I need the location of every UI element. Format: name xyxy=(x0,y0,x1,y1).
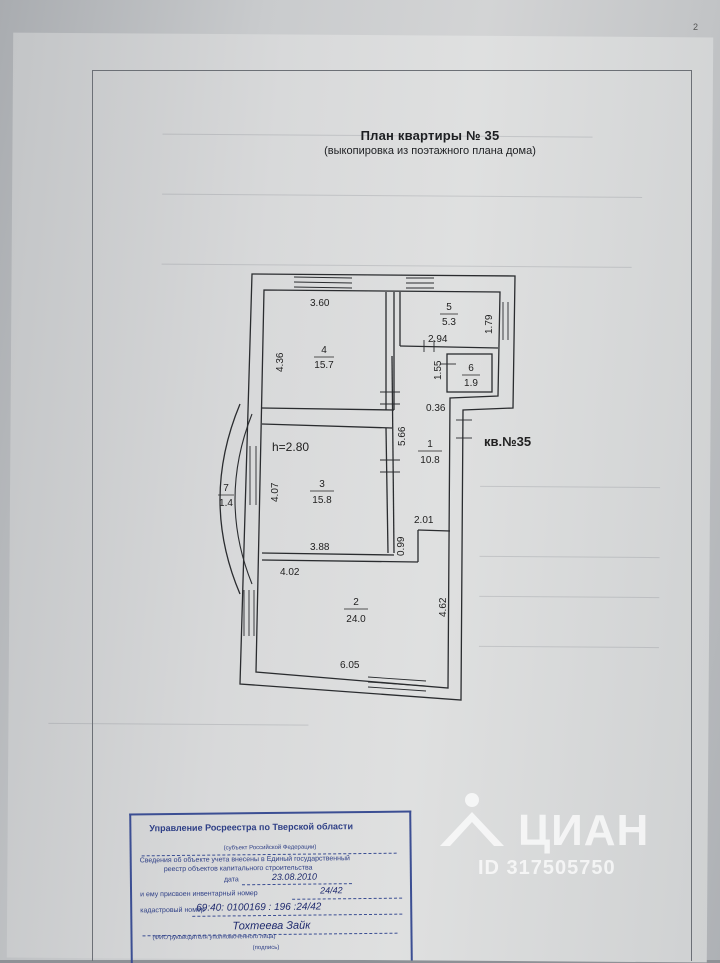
dim-4-62: 4.62 xyxy=(438,597,449,617)
room-4-number: 4 xyxy=(321,345,327,356)
plan-walls xyxy=(239,273,516,701)
plan-subtitle: (выкопировка из поэтажного плана дома) xyxy=(324,145,536,157)
bay-window-inner xyxy=(234,413,253,585)
room-6-area: 1.9 xyxy=(464,378,478,389)
dim-0-36: 0.36 xyxy=(426,403,446,414)
dim-2-01: 2.01 xyxy=(414,515,434,526)
room-3-number: 3 xyxy=(319,479,325,490)
watermark-id: ID 317505750 xyxy=(478,857,616,879)
room-3-area: 15.8 xyxy=(312,495,332,506)
ceiling-height: h=2.80 xyxy=(272,440,309,454)
dim-4-02: 4.02 xyxy=(280,567,300,578)
room-2-number: 2 xyxy=(353,597,359,608)
dim-5-66: 5.66 xyxy=(397,426,408,446)
room-6-number: 6 xyxy=(468,363,474,374)
room-5-area: 5.3 xyxy=(442,317,456,328)
dim-4-36: 4.36 xyxy=(275,352,286,372)
windows xyxy=(243,276,509,692)
apartment-label: кв.№35 xyxy=(484,434,531,449)
dim-1-79: 1.79 xyxy=(484,314,495,334)
room-2-area: 24.0 xyxy=(346,614,366,625)
room-1-number: 1 xyxy=(427,439,433,450)
bay-window-outer xyxy=(219,403,241,595)
plan-title: План квартиры № 35 xyxy=(360,128,500,143)
cian-logo-icon xyxy=(440,793,504,846)
room-7-area: 1.4 xyxy=(219,498,233,509)
dim-3-88: 3.88 xyxy=(310,542,330,553)
room-4-area: 15.7 xyxy=(314,360,334,371)
dim-3-60: 3.60 xyxy=(310,298,330,309)
dim-4-07: 4.07 xyxy=(270,482,281,502)
dim-0-99: 0.99 xyxy=(396,536,407,556)
watermark-brand: ЦИАН xyxy=(518,806,650,855)
document-frame xyxy=(92,70,692,961)
dim-1-55: 1.55 xyxy=(433,360,444,380)
room-7-number: 7 xyxy=(223,483,229,494)
room-1-area: 10.8 xyxy=(420,455,440,466)
doors xyxy=(380,340,472,473)
dim-2-94: 2.94 xyxy=(428,334,448,345)
room-5-number: 5 xyxy=(446,302,452,313)
page-number: 2 xyxy=(693,22,699,32)
dim-6-05: 6.05 xyxy=(340,660,360,671)
